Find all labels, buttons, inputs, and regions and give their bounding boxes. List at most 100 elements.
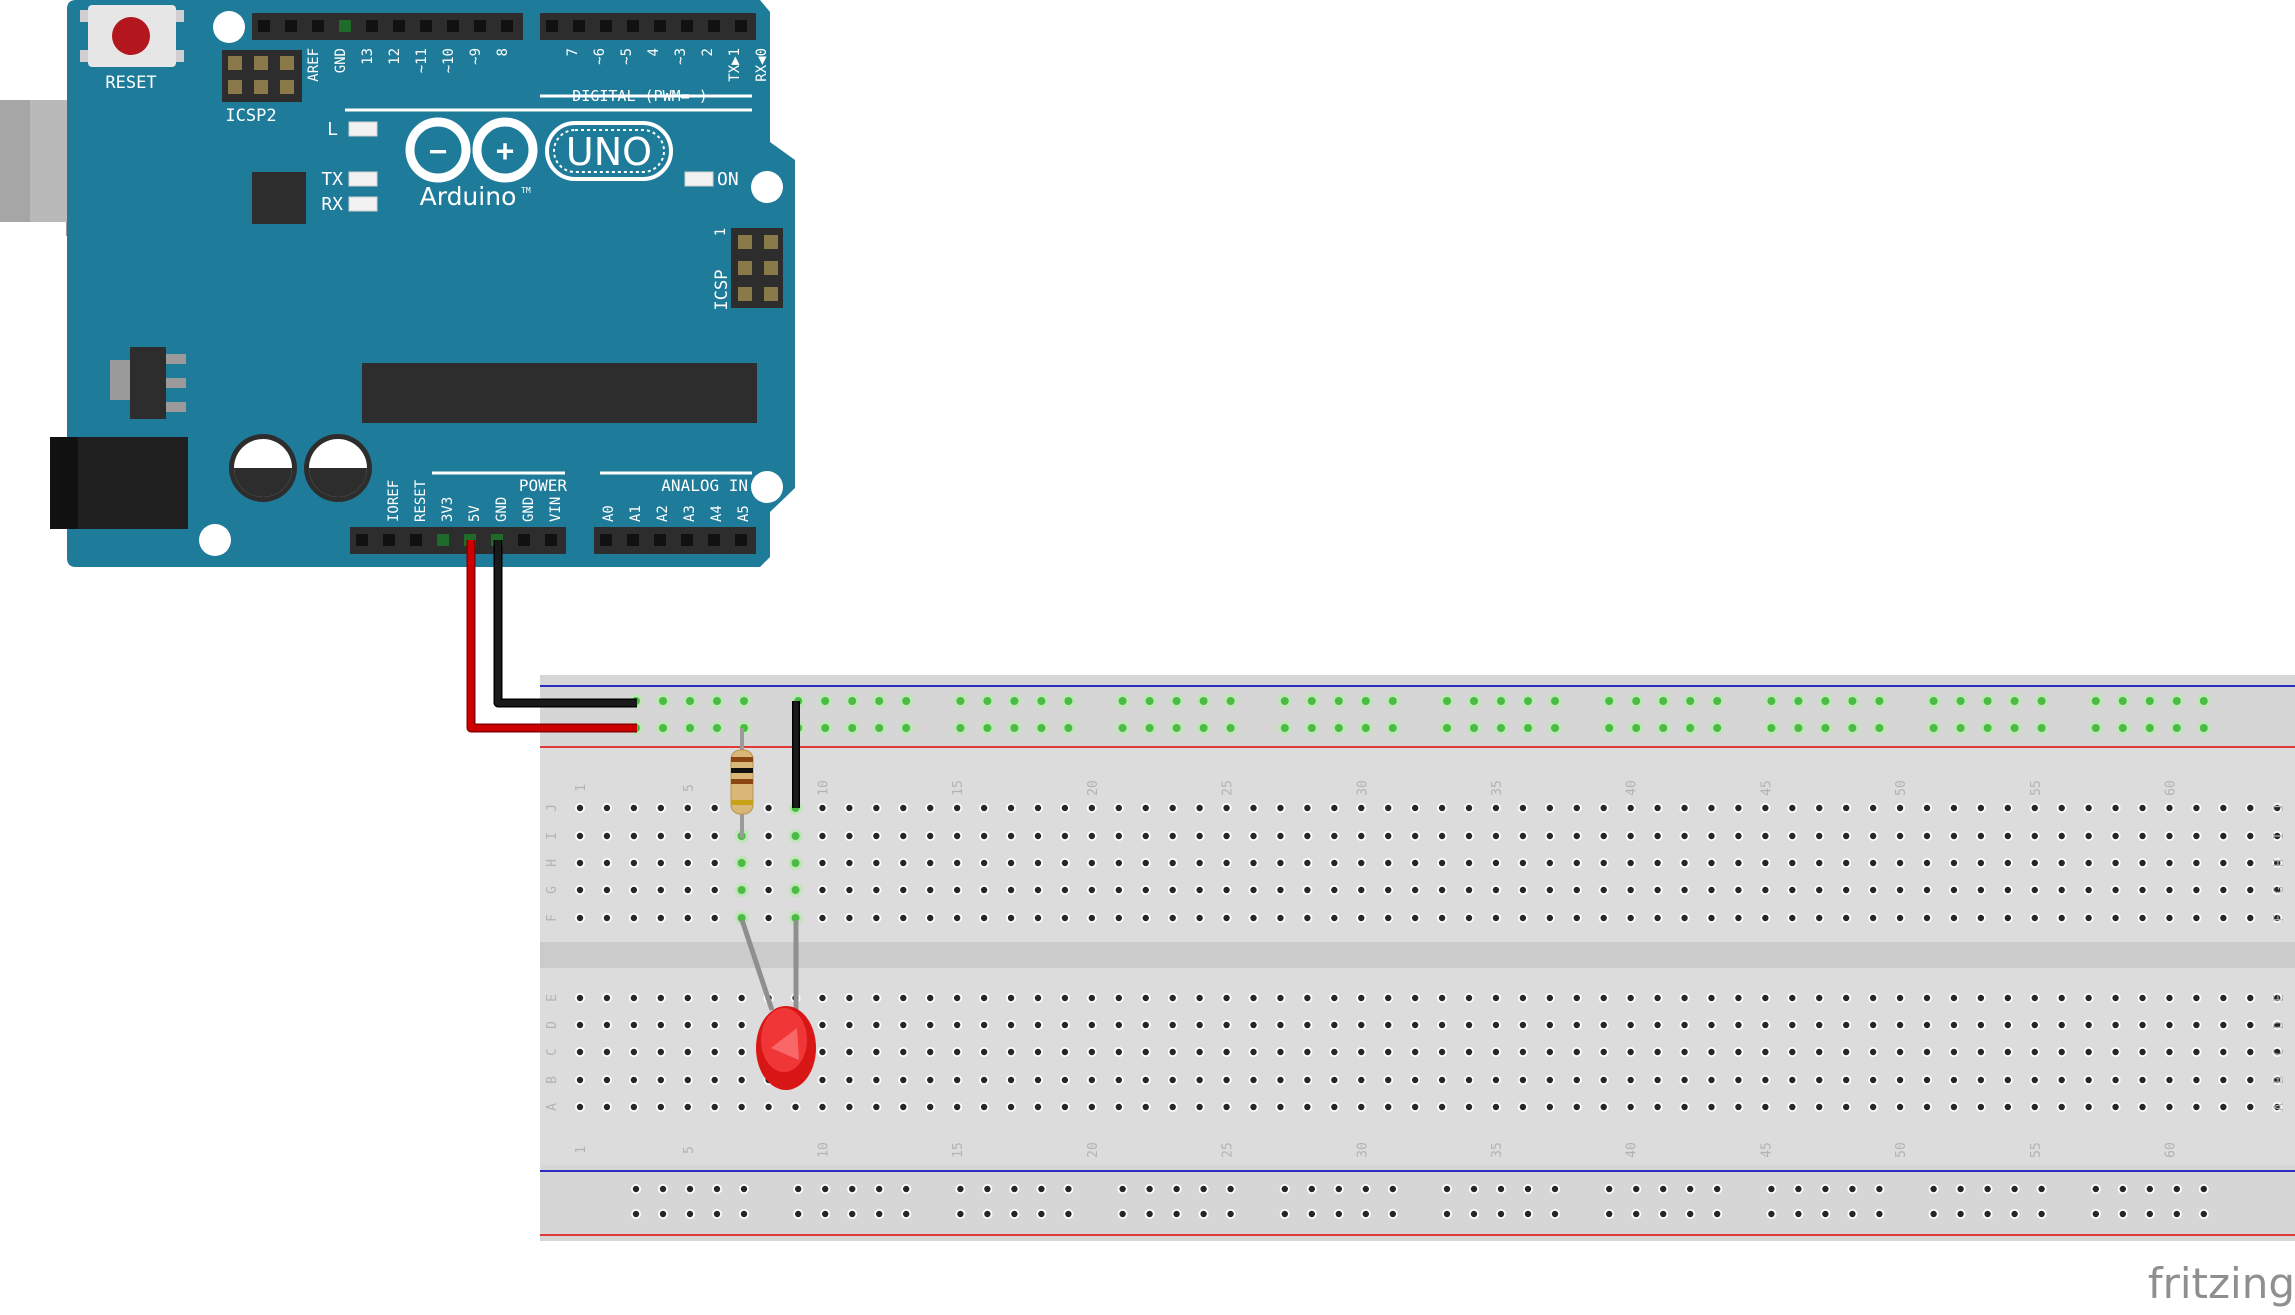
breadboard-hole[interactable] — [1411, 1021, 1419, 1029]
breadboard-hole[interactable] — [2004, 914, 2012, 922]
breadboard-hole[interactable] — [1551, 1210, 1559, 1218]
breadboard-hole[interactable] — [765, 1103, 772, 1111]
breadboard-hole[interactable] — [737, 886, 746, 894]
breadboard-hole[interactable] — [1869, 832, 1877, 840]
breadboard-hole[interactable] — [1519, 804, 1527, 812]
breadboard-hole[interactable] — [1822, 1185, 1829, 1193]
icsp2-pin[interactable] — [228, 56, 242, 70]
breadboard-hole[interactable] — [684, 1048, 691, 1056]
breadboard-hole[interactable] — [2031, 1076, 2038, 1084]
breadboard-hole[interactable] — [791, 832, 800, 840]
breadboard-hole[interactable] — [1227, 1185, 1234, 1193]
breadboard-hole[interactable] — [1119, 1185, 1126, 1193]
breadboard-hole[interactable] — [1660, 1185, 1667, 1193]
breadboard-hole[interactable] — [1956, 697, 1965, 705]
breadboard-hole[interactable] — [1789, 1103, 1796, 1111]
breadboard-hole[interactable] — [1088, 914, 1096, 922]
breadboard-hole[interactable] — [1681, 914, 1688, 922]
breadboard-hole[interactable] — [819, 1048, 826, 1056]
breadboard-hole[interactable] — [1277, 886, 1284, 894]
breadboard-hole[interactable] — [1977, 1021, 1985, 1029]
breadboard-hole[interactable] — [819, 1103, 826, 1111]
header-pin[interactable] — [600, 20, 612, 32]
breadboard-hole[interactable] — [1304, 1048, 1311, 1056]
breadboard-hole[interactable] — [1896, 1021, 1904, 1029]
breadboard-hole[interactable] — [632, 1210, 640, 1218]
breadboard-hole[interactable] — [1088, 994, 1096, 1002]
breadboard-hole[interactable] — [1358, 914, 1365, 922]
breadboard-hole[interactable] — [1950, 914, 1958, 922]
breadboard-hole[interactable] — [1816, 804, 1823, 812]
breadboard-hole[interactable] — [1385, 886, 1392, 894]
breadboard-hole[interactable] — [1172, 697, 1181, 705]
breadboard-hole[interactable] — [1142, 914, 1149, 922]
breadboard-hole[interactable] — [1438, 994, 1446, 1002]
breadboard-hole[interactable] — [1196, 994, 1203, 1002]
breadboard-hole[interactable] — [2247, 804, 2254, 812]
header-pin[interactable] — [654, 534, 666, 546]
breadboard-hole[interactable] — [1687, 1185, 1694, 1193]
breadboard-hole[interactable] — [1654, 914, 1661, 922]
breadboard-hole[interactable] — [1061, 994, 1069, 1002]
breadboard-hole[interactable] — [1713, 724, 1722, 732]
breadboard-hole[interactable] — [576, 1076, 584, 1084]
breadboard-hole[interactable] — [576, 886, 584, 894]
breadboard-hole[interactable] — [686, 697, 694, 705]
breadboard-hole[interactable] — [1331, 914, 1338, 922]
breadboard-hole[interactable] — [2058, 1048, 2065, 1056]
breadboard-hole[interactable] — [1762, 994, 1769, 1002]
breadboard-hole[interactable] — [1896, 886, 1904, 894]
breadboard-hole[interactable] — [900, 1048, 907, 1056]
breadboard-hole[interactable] — [1061, 1048, 1069, 1056]
breadboard-hole[interactable] — [1600, 914, 1607, 922]
breadboard-hole[interactable] — [927, 1076, 934, 1084]
breadboard-hole[interactable] — [2220, 1103, 2227, 1111]
breadboard-hole[interactable] — [980, 1021, 988, 1029]
breadboard-hole[interactable] — [1250, 886, 1257, 894]
breadboard-hole[interactable] — [2139, 832, 2146, 840]
breadboard-hole[interactable] — [1627, 1103, 1634, 1111]
breadboard-hole[interactable] — [1869, 1076, 1877, 1084]
breadboard-hole[interactable] — [2166, 1021, 2173, 1029]
breadboard-hole[interactable] — [1281, 1210, 1289, 1218]
breadboard-hole[interactable] — [1438, 1076, 1446, 1084]
breadboard-hole[interactable] — [1250, 832, 1257, 840]
breadboard-hole[interactable] — [713, 724, 721, 732]
breadboard-hole[interactable] — [1088, 1021, 1096, 1029]
breadboard-hole[interactable] — [927, 832, 934, 840]
breadboard-hole[interactable] — [1789, 994, 1796, 1002]
breadboard-hole[interactable] — [2139, 886, 2146, 894]
breadboard-hole[interactable] — [846, 1048, 853, 1056]
breadboard-hole[interactable] — [713, 1210, 721, 1218]
breadboard-hole[interactable] — [1606, 1210, 1613, 1218]
breadboard-hole[interactable] — [1277, 1048, 1284, 1056]
breadboard-hole[interactable] — [1277, 1103, 1284, 1111]
breadboard-hole[interactable] — [2247, 886, 2254, 894]
breadboard-hole[interactable] — [1334, 697, 1343, 705]
breadboard-hole[interactable] — [1011, 1210, 1018, 1218]
breadboard-hole[interactable] — [1735, 994, 1742, 1002]
breadboard-hole[interactable] — [1118, 697, 1127, 705]
breadboard-hole[interactable] — [603, 886, 611, 894]
breadboard-hole[interactable] — [2031, 1048, 2038, 1056]
led[interactable] — [739, 919, 816, 1090]
icsp2-pin[interactable] — [228, 80, 242, 94]
breadboard-hole[interactable] — [2166, 994, 2173, 1002]
breadboard-hole[interactable] — [819, 832, 826, 840]
breadboard-hole[interactable] — [1389, 1210, 1397, 1218]
breadboard-hole[interactable] — [1816, 1076, 1823, 1084]
breadboard-hole[interactable] — [1687, 1210, 1694, 1218]
breadboard-hole[interactable] — [876, 1185, 883, 1193]
breadboard-hole[interactable] — [711, 832, 718, 840]
breadboard-hole[interactable] — [2004, 1048, 2012, 1056]
breadboard-hole[interactable] — [1172, 724, 1181, 732]
breadboard-hole[interactable] — [1304, 914, 1311, 922]
breadboard-hole[interactable] — [1088, 1048, 1096, 1056]
breadboard-hole[interactable] — [1849, 1210, 1856, 1218]
breadboard-hole[interactable] — [1984, 1210, 1991, 1218]
breadboard-hole[interactable] — [1876, 1185, 1883, 1193]
breadboard-hole[interactable] — [738, 994, 745, 1002]
breadboard-hole[interactable] — [980, 859, 988, 867]
breadboard-hole[interactable] — [1950, 1021, 1958, 1029]
breadboard-hole[interactable] — [2247, 859, 2254, 867]
